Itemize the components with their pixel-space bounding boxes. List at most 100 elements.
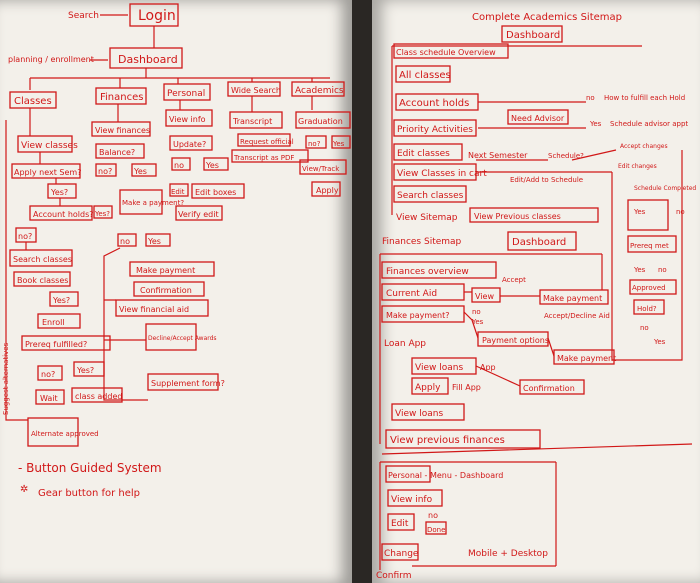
acad-note-fulfill: How to fulfill each Hold	[604, 94, 685, 102]
edit-label: Edit	[171, 188, 185, 196]
enroll-label: Enroll	[42, 318, 65, 327]
rc-no-3: no	[640, 324, 649, 332]
rc-yes-2: Yes	[633, 266, 646, 274]
no-label-2: no?	[41, 370, 55, 379]
academics-sitemap-title: Complete Academics Sitemap	[472, 12, 622, 23]
grad-no-label: no?	[308, 140, 321, 148]
verify-edit-box	[175, 205, 223, 221]
graduation-box	[295, 111, 351, 129]
account-holds-box	[29, 205, 93, 221]
apply-next-sem-label: Apply next Sem?	[14, 168, 81, 177]
login-label: Login	[138, 8, 176, 24]
view-loans-label: View loans	[415, 363, 463, 373]
classes-box	[9, 91, 57, 109]
finances-overview-box	[381, 261, 497, 279]
fin-note-accept-decline: Accept/Decline Aid	[544, 312, 610, 320]
account-holds-label: Account holds?	[33, 210, 94, 219]
alternate-approved-label: Alternate approved	[31, 430, 99, 438]
fin-note-app: App	[480, 363, 496, 372]
upd-yes-box	[203, 157, 229, 171]
fin-yes-label: Yes	[133, 167, 147, 176]
view-classes-label: View classes	[21, 141, 78, 151]
wait-label: Wait	[40, 394, 58, 403]
alternate-approved-box	[27, 417, 79, 447]
note-button-guided: - Button Guided System	[18, 461, 162, 475]
grad-yes-box	[331, 135, 351, 149]
note-gear-help: Gear button for help	[38, 488, 140, 499]
apply-loan-label: Apply	[415, 383, 441, 393]
personal-view-info-box	[387, 489, 443, 507]
class-added-box	[71, 387, 123, 403]
confirmation-box	[133, 281, 205, 297]
finances-box	[95, 87, 147, 105]
view-info-label: View info	[169, 115, 206, 124]
class-schedule-overview-label: Class schedule Overview	[396, 48, 496, 57]
enroll-box	[37, 313, 81, 329]
personal-loop	[412, 462, 557, 567]
fin-no-label: no?	[98, 167, 112, 176]
academics-trunk	[391, 45, 642, 215]
fin-note-fill-app: Fill App	[452, 383, 481, 392]
no-box-2	[37, 365, 63, 381]
class-added-label: class added	[75, 392, 122, 401]
update-label: Update?	[173, 140, 206, 149]
no-label-1: no?	[18, 232, 32, 241]
decline-accept-box	[145, 323, 197, 351]
apply-grad-box	[311, 181, 341, 197]
yes-label-3: Yes?	[52, 296, 70, 305]
yes-box-3	[49, 291, 79, 307]
acad-note-advisor-appt: Schedule advisor appt	[610, 120, 688, 128]
classes-label: Classes	[14, 96, 52, 107]
finances-dashboard-label: Dashboard	[512, 237, 566, 248]
yes-label-2: Yes?	[94, 210, 110, 218]
wait-box	[35, 389, 65, 405]
fin-note-yes: Yes	[471, 318, 484, 326]
personal-box-r	[385, 465, 431, 483]
finances-sitemap-title: Finances Sitemap	[382, 237, 462, 247]
edit-classes-box	[393, 143, 463, 161]
fin-note-payment-options: Payment options	[482, 336, 549, 345]
apply-next-sem-box	[11, 163, 81, 179]
search-classes-label: Search classes	[13, 255, 72, 264]
search-classes-box	[9, 249, 73, 267]
right-column-loop	[611, 150, 683, 361]
class-schedule-overview-box	[393, 43, 509, 59]
left-sitemap-sketch: Search Login planning / enrollment Dashb…	[2, 3, 351, 499]
finances-trunk	[379, 253, 602, 444]
search-classes-r-label: Search classes	[397, 191, 464, 201]
upd-yes-label: Yes	[205, 161, 219, 170]
grad-no-box	[305, 135, 327, 149]
view-classes-cart-label: View Classes in cart	[397, 169, 487, 179]
acad-note-schedule: Schedule?	[548, 152, 584, 160]
view-sitemap-label: View Sitemap	[396, 213, 458, 223]
finances-dashboard-box	[507, 231, 577, 251]
right-notebook-page: Complete Academics Sitemap Dashboard Cla…	[372, 0, 700, 583]
make-payment-box	[129, 261, 215, 277]
priority-activities-label: Priority Activities	[397, 125, 473, 135]
rc-prereq-met: Prereq met	[630, 242, 669, 250]
apply-loan-box	[411, 377, 449, 395]
acad-note-need-advisor: Need Advisor	[511, 114, 565, 123]
transcript-pdf-box	[231, 149, 309, 163]
view-financial-aid-box	[115, 299, 209, 317]
make-payment-label: Make payment	[136, 266, 195, 275]
personal-edit-label: Edit	[391, 519, 409, 529]
academics-note-lines	[476, 101, 617, 173]
fin-yes-box	[131, 163, 157, 177]
rc-yes: Yes	[633, 208, 646, 216]
personal-title-label: Personal - Menu - Dashboard	[388, 471, 503, 480]
loan-app-label: Loan App	[384, 339, 426, 349]
fin-note-view: View	[475, 292, 494, 301]
rc-no-2: no	[658, 266, 667, 274]
supplement-form-label: Supplement form?	[151, 379, 225, 388]
transcript-pdf-label: Transcript as PDF	[233, 154, 294, 162]
view-track-label: View/Track	[302, 165, 340, 173]
make-a-payment-box	[119, 189, 163, 215]
footer-note: Mobile + Desktop	[468, 549, 548, 559]
view-previous-finances-box	[385, 429, 541, 449]
academics-box	[291, 81, 345, 97]
view-previous-classes-box	[469, 207, 599, 223]
fin-note-make-payment-2: Make payment	[557, 354, 616, 363]
personal-label: Personal	[167, 89, 205, 99]
edit-box	[169, 183, 189, 197]
